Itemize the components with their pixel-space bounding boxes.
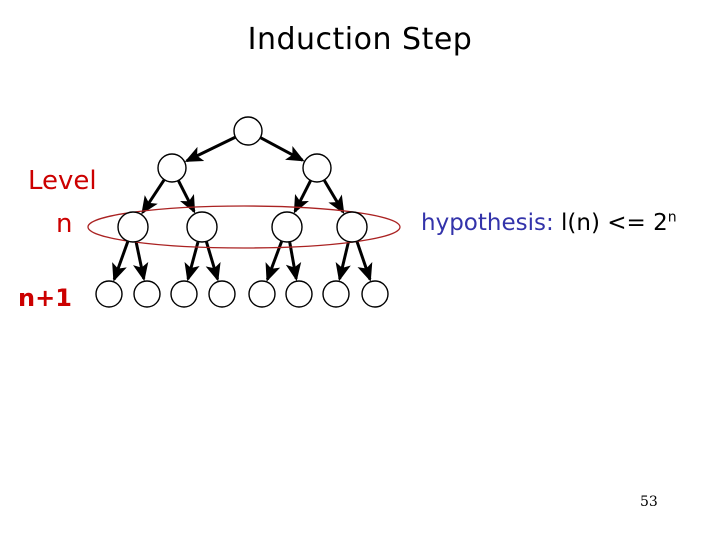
page-title: Induction Step [247, 22, 473, 57]
tree-node [336, 211, 368, 243]
tree-edge [285, 241, 302, 282]
hypothesis-statement: hypothesis: l(n) <= 2n [421, 209, 677, 237]
tree-node [186, 211, 218, 243]
hypothesis-label: hypothesis: [421, 210, 554, 236]
tree-node [322, 280, 350, 308]
tree-node [302, 153, 332, 183]
level-label-n: n [56, 209, 73, 239]
tree-node [157, 153, 187, 183]
tree-edge [293, 180, 312, 214]
binary-tree-induction-diagram [87, 116, 401, 308]
tree-edge [184, 135, 236, 163]
tree-node [95, 280, 123, 308]
tree-node [271, 211, 303, 243]
tree-node [170, 280, 198, 308]
tree-node [285, 280, 313, 308]
tree-edge [184, 241, 200, 282]
tree-edge [133, 241, 149, 282]
tree-edges-group [112, 135, 373, 282]
tree-node [208, 280, 236, 308]
page-number: 53 [640, 494, 658, 510]
level-label-word: Level [28, 166, 97, 196]
tree-edge [141, 179, 166, 215]
tree-edge [323, 179, 345, 215]
level-n-highlight-ellipse-shape [87, 205, 401, 249]
level-label-n-plus-1: n+1 [18, 284, 72, 312]
tree-edge [177, 180, 196, 214]
tree-node [361, 280, 389, 308]
tree-edge [335, 241, 351, 282]
level-n-highlight-ellipse [87, 205, 401, 249]
tree-node [233, 116, 263, 146]
tree-edge [112, 241, 130, 282]
tree-edge [260, 136, 305, 162]
tree-nodes-group [95, 116, 389, 308]
tree-node [117, 211, 149, 243]
tree-node [248, 280, 276, 308]
tree-edge [355, 241, 373, 282]
hypothesis-exponent: n [667, 209, 677, 226]
hypothesis-formula: l(n) <= 2 [561, 210, 668, 236]
tree-node [133, 280, 161, 308]
